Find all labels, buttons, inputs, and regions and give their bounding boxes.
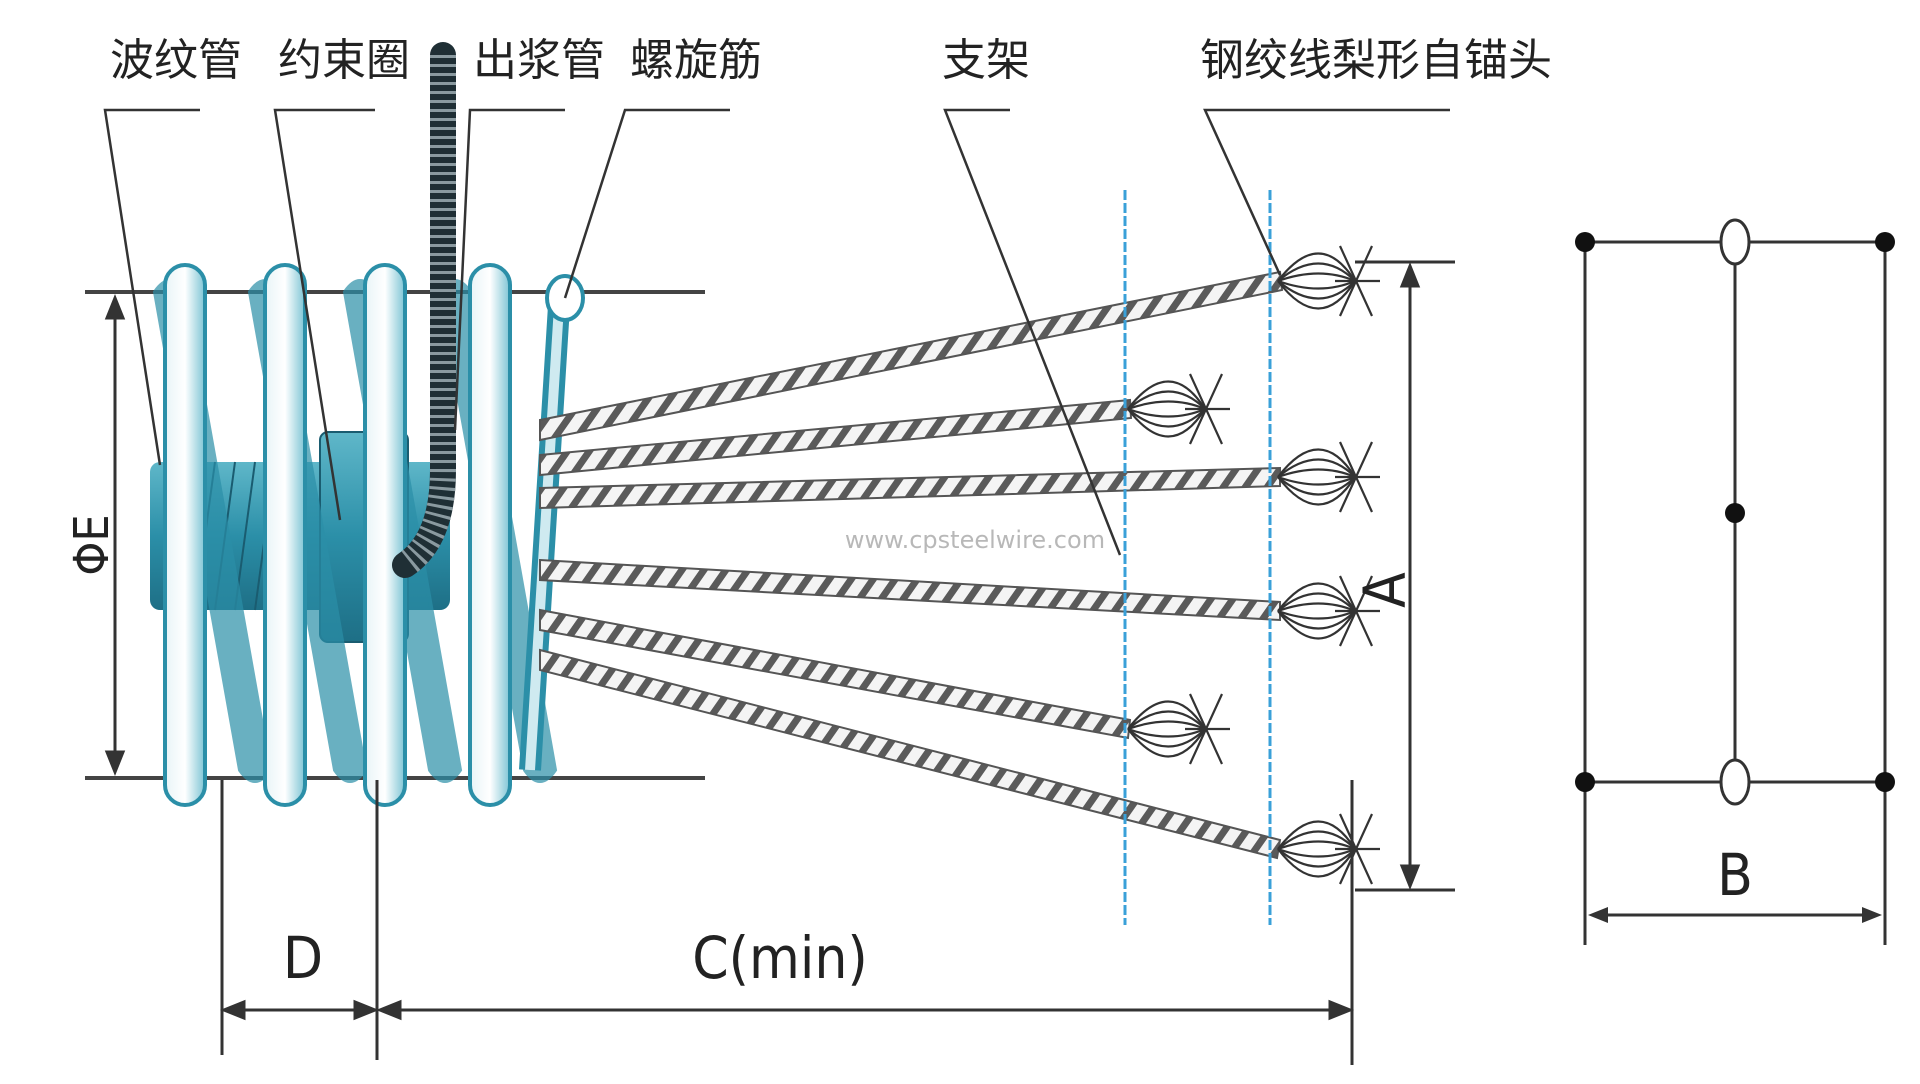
layout-schematic	[1583, 240, 1887, 945]
anchor-head	[1277, 575, 1380, 647]
node-filled	[1875, 232, 1895, 252]
schematic-arrows	[1588, 907, 1882, 923]
node-filled	[1575, 772, 1595, 792]
c-label: C(min)	[692, 924, 868, 992]
label-corrugated-pipe: 波纹管	[110, 35, 242, 86]
label-bracket: 支架	[942, 35, 1030, 86]
node-filled	[1575, 232, 1595, 252]
anchor-head	[1277, 441, 1380, 513]
label-anchor-head: 钢绞线梨形自锚头	[1200, 35, 1552, 86]
b-label: B	[1717, 841, 1753, 909]
strand	[539, 270, 1284, 442]
label-grout-pipe: 出浆管	[473, 35, 605, 86]
anchor-head	[1277, 245, 1380, 317]
anchor-head	[1127, 373, 1230, 445]
strand	[539, 608, 1132, 740]
bottom-dimensions	[219, 780, 1355, 1065]
schematic-nodes	[1575, 218, 1895, 806]
label-restraint-ring: 约束圈	[278, 35, 410, 86]
spiral-rebar	[152, 263, 585, 807]
strand	[539, 398, 1133, 477]
node-open	[1719, 218, 1751, 266]
anchor-head	[1127, 693, 1230, 765]
strand	[539, 558, 1281, 622]
strand	[539, 648, 1282, 860]
a-label: A	[1351, 572, 1419, 608]
label-spiral-rebar: 螺旋筋	[630, 35, 762, 86]
d-label: D	[283, 924, 323, 992]
strands	[539, 270, 1284, 860]
phi-e-dimension	[104, 293, 126, 777]
node-filled	[1875, 772, 1895, 792]
node-filled	[1725, 503, 1745, 523]
bracket	[1123, 190, 1272, 925]
anchor-heads	[1127, 245, 1380, 885]
phi-e-label: ΦE	[64, 514, 120, 575]
leader-lines	[103, 108, 1450, 556]
node-open	[1719, 758, 1751, 806]
watermark: www.cpsteelwire.com	[845, 526, 1105, 554]
anchor-head	[1277, 813, 1380, 885]
strand	[539, 466, 1281, 510]
grout-pipe	[392, 42, 456, 578]
a-dimension	[1355, 260, 1455, 892]
